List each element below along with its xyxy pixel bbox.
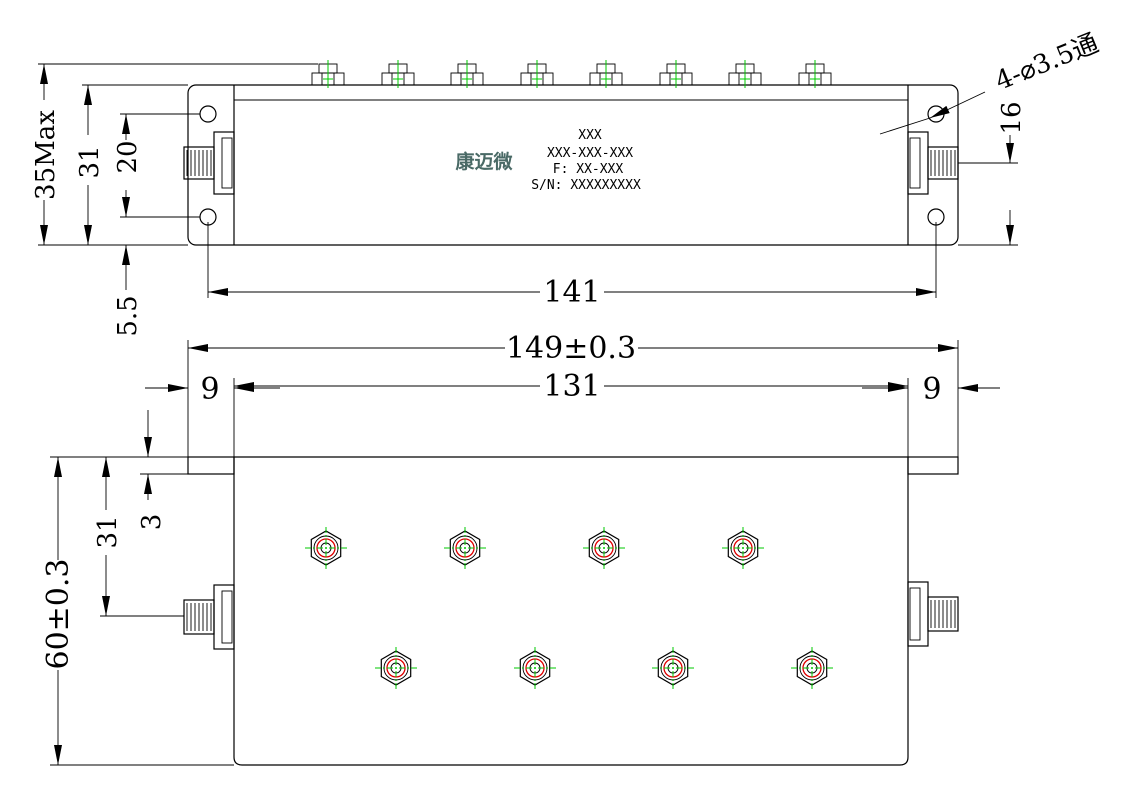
tuning-screw-icon [450, 60, 484, 88]
dim-label-16: 16 [997, 101, 1027, 134]
sma-connector-icon [183, 131, 235, 195]
tuning-screw-icon [798, 60, 832, 88]
dim-label-149: 149±0.3 [506, 331, 636, 366]
dim-label-60: 60±0.3 [41, 558, 76, 669]
tuning-screw-icon [791, 647, 833, 689]
dim-131: 131 [233, 369, 909, 457]
tuning-screw-icon [305, 527, 347, 569]
dim-label-35max: 35Max [31, 110, 61, 200]
dim-label-20: 20 [113, 140, 143, 173]
tuning-screw-icon [652, 647, 694, 689]
dim-20: 20 [113, 113, 200, 218]
tuning-screw-row-top [311, 60, 832, 88]
tuning-screw-icon [375, 647, 417, 689]
tuning-screw-grid [305, 527, 833, 689]
tuning-screw-icon [583, 527, 625, 569]
tuning-screw-icon [444, 527, 486, 569]
dim-16: 16 [958, 101, 1027, 246]
dim-35max: 35Max [31, 63, 318, 246]
sma-connector-icon [907, 581, 959, 647]
dim-9-left: 9 [145, 372, 280, 407]
label-line-2: XXX-XXX-XXX [547, 146, 633, 161]
label-line-3: F: XX-XXX [553, 162, 624, 177]
top-view: 康迈微 XXX XXX-XXX-XXX F: XX-XXX S/N: XXXXX… [31, 28, 1103, 336]
tuning-screw-icon [514, 647, 556, 689]
sma-connector-icon [907, 131, 959, 195]
tuning-screw-icon [722, 527, 764, 569]
dim-label-31-top: 31 [75, 145, 105, 178]
dim-label-131: 131 [543, 369, 600, 404]
bottom-view-body-outline [233, 456, 909, 766]
label-line-4: S/N: XXXXXXXXX [531, 178, 641, 193]
tuning-screw-icon [659, 60, 693, 88]
dim-label-holes: 4-⌀3.5通 [991, 28, 1103, 96]
dim-5-5: 5.5 [113, 245, 143, 337]
dim-60: 60±0.3 [41, 457, 234, 766]
label-line-1: XXX [578, 128, 602, 143]
sma-connector-icon [183, 584, 235, 650]
dim-31-top: 31 [75, 84, 188, 245]
dim-149: 149±0.3 [187, 331, 959, 457]
tuning-screw-icon [381, 60, 415, 88]
dim-label-141: 141 [543, 275, 600, 310]
brand-logo: 康迈微 [455, 150, 513, 173]
dim-31-bottom: 31 [50, 456, 188, 617]
right-flange [907, 456, 959, 475]
hole-note: 4-⌀3.5通 [879, 28, 1103, 135]
dim-label-5-5: 5.5 [113, 295, 143, 336]
dim-label-9-right: 9 [922, 372, 941, 407]
bottom-view: 149±0.3 131 9 9 3 [41, 331, 1000, 766]
tuning-screw-icon [311, 60, 345, 88]
left-flange [187, 456, 235, 475]
tuning-screw-icon [589, 60, 623, 88]
tuning-screw-icon [520, 60, 554, 88]
tuning-screw-icon [728, 60, 762, 88]
dim-3: 3 [137, 410, 188, 530]
dim-label-3: 3 [137, 514, 167, 531]
dim-9-right: 9 [862, 372, 1000, 407]
product-label: 康迈微 XXX XXX-XXX-XXX F: XX-XXX S/N: XXXXX… [455, 128, 640, 193]
dim-label-9-left: 9 [200, 372, 219, 407]
dim-141: 141 [207, 222, 937, 310]
dim-label-31-bottom: 31 [93, 515, 123, 548]
